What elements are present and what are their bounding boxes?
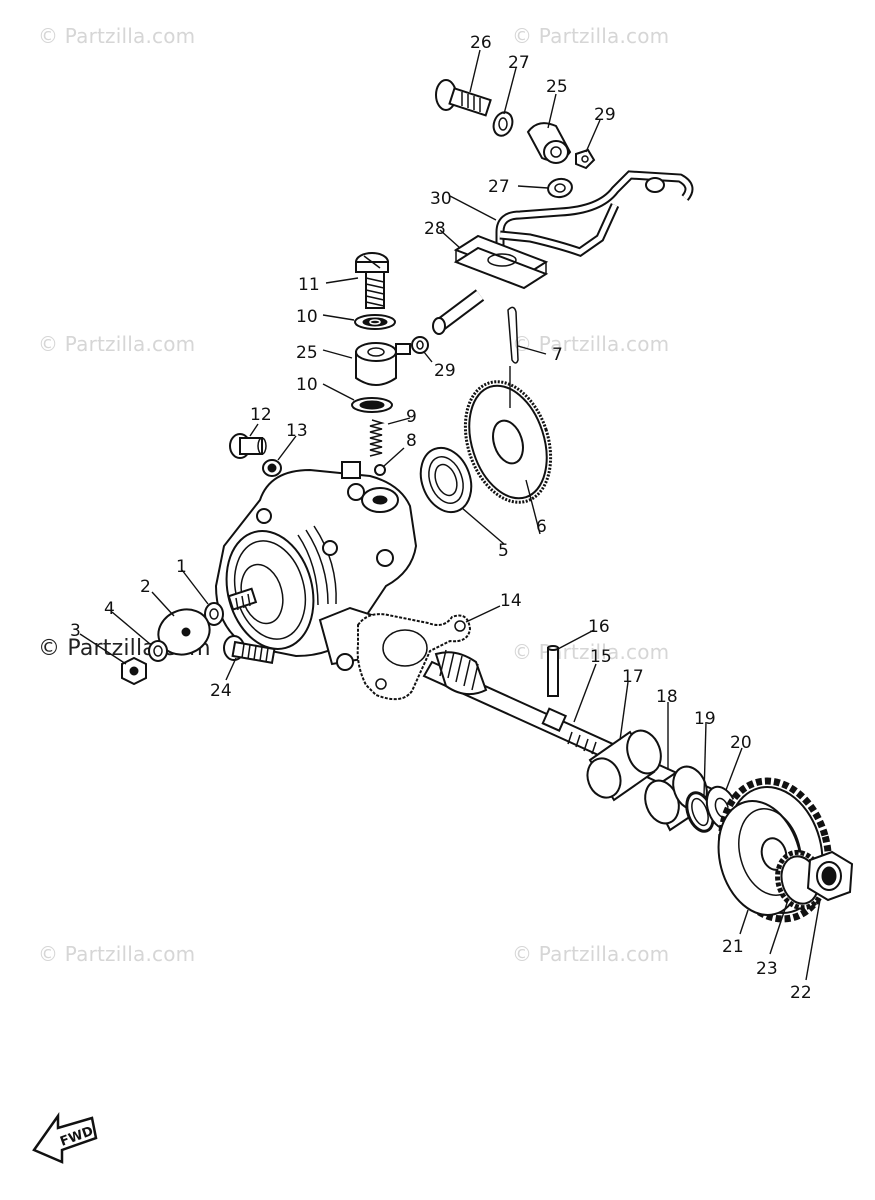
callout-10: 10 [296,307,318,327]
callout-18: 18 [656,687,678,707]
callout-1: 1 [176,557,187,577]
callout-4: 4 [104,599,115,619]
spring-9 [369,419,385,457]
cotter-pin-7 [507,306,519,364]
gasket-14 [356,613,472,701]
nut-29-top [575,148,596,170]
banjo-25 [355,342,397,386]
washer-10-top [354,314,396,330]
hose [432,289,485,335]
plate-2 [157,608,211,656]
ball-8 [374,464,386,476]
callout-25: 25 [296,343,318,363]
pipe-30 [495,170,694,258]
nipple-29 [395,336,429,355]
collar-25-top [526,122,572,164]
callout-16: 16 [588,617,610,637]
pin-16 [547,645,559,697]
callout-12: 12 [250,405,272,425]
callout-9: 9 [406,407,417,427]
callout-19: 19 [694,709,716,729]
fwd-arrow-icon: FWD [32,1112,98,1164]
callout-29: 29 [434,361,456,381]
callout-24: 24 [210,681,232,701]
bolt-12 [229,433,267,459]
callout-23: 23 [756,959,778,979]
watermark: © Partzilla.com [512,640,670,664]
watermark: © Partzilla.com [38,942,196,966]
washer-13 [262,459,282,477]
callout-28: 28 [424,219,446,239]
bolt-24 [223,635,276,664]
watermark: © Partzilla.com [38,24,196,48]
callout-14: 14 [500,591,522,611]
washer-4 [148,640,168,662]
watermark: © Partzilla.com [512,942,670,966]
callout-29: 29 [594,105,616,125]
callout-30: 30 [430,189,452,209]
washer-1 [204,602,224,626]
nut-22 [806,850,854,902]
watermark: © Partzilla.com [512,24,670,48]
callout-10: 10 [296,375,318,395]
shaft-stub [227,587,258,611]
nut-3 [121,656,147,686]
bearing-17 [586,729,662,802]
callout-27: 27 [508,53,530,73]
leader-lines [79,49,821,981]
callout-5: 5 [498,541,509,561]
callout-27: 27 [488,177,510,197]
callout-21: 21 [722,937,744,957]
callout-3: 3 [70,621,81,641]
callout-7: 7 [552,345,563,365]
grommet-28 [453,234,549,290]
callout-6: 6 [536,517,547,537]
watermark: © Partzilla.com [38,332,196,356]
bolt-11 [355,252,389,309]
callout-8: 8 [406,431,417,451]
callout-20: 20 [730,733,752,753]
gear-6 [463,380,553,504]
callout-2: 2 [140,577,151,597]
callout-22: 22 [790,983,812,1003]
callout-13: 13 [286,421,308,441]
washer-27-top [492,111,514,137]
oil-seal-5 [419,446,473,514]
callout-11: 11 [298,275,320,295]
callout-25: 25 [546,77,568,97]
washer-10-bottom [351,397,393,413]
callout-labels: 26 27 25 29 27 30 28 11 10 25 29 7 10 9 … [70,33,812,1003]
callout-17: 17 [622,667,644,687]
washer-27-lower [547,177,573,199]
bolt-26 [435,79,492,117]
callout-15: 15 [590,647,612,667]
callout-26: 26 [470,33,492,53]
